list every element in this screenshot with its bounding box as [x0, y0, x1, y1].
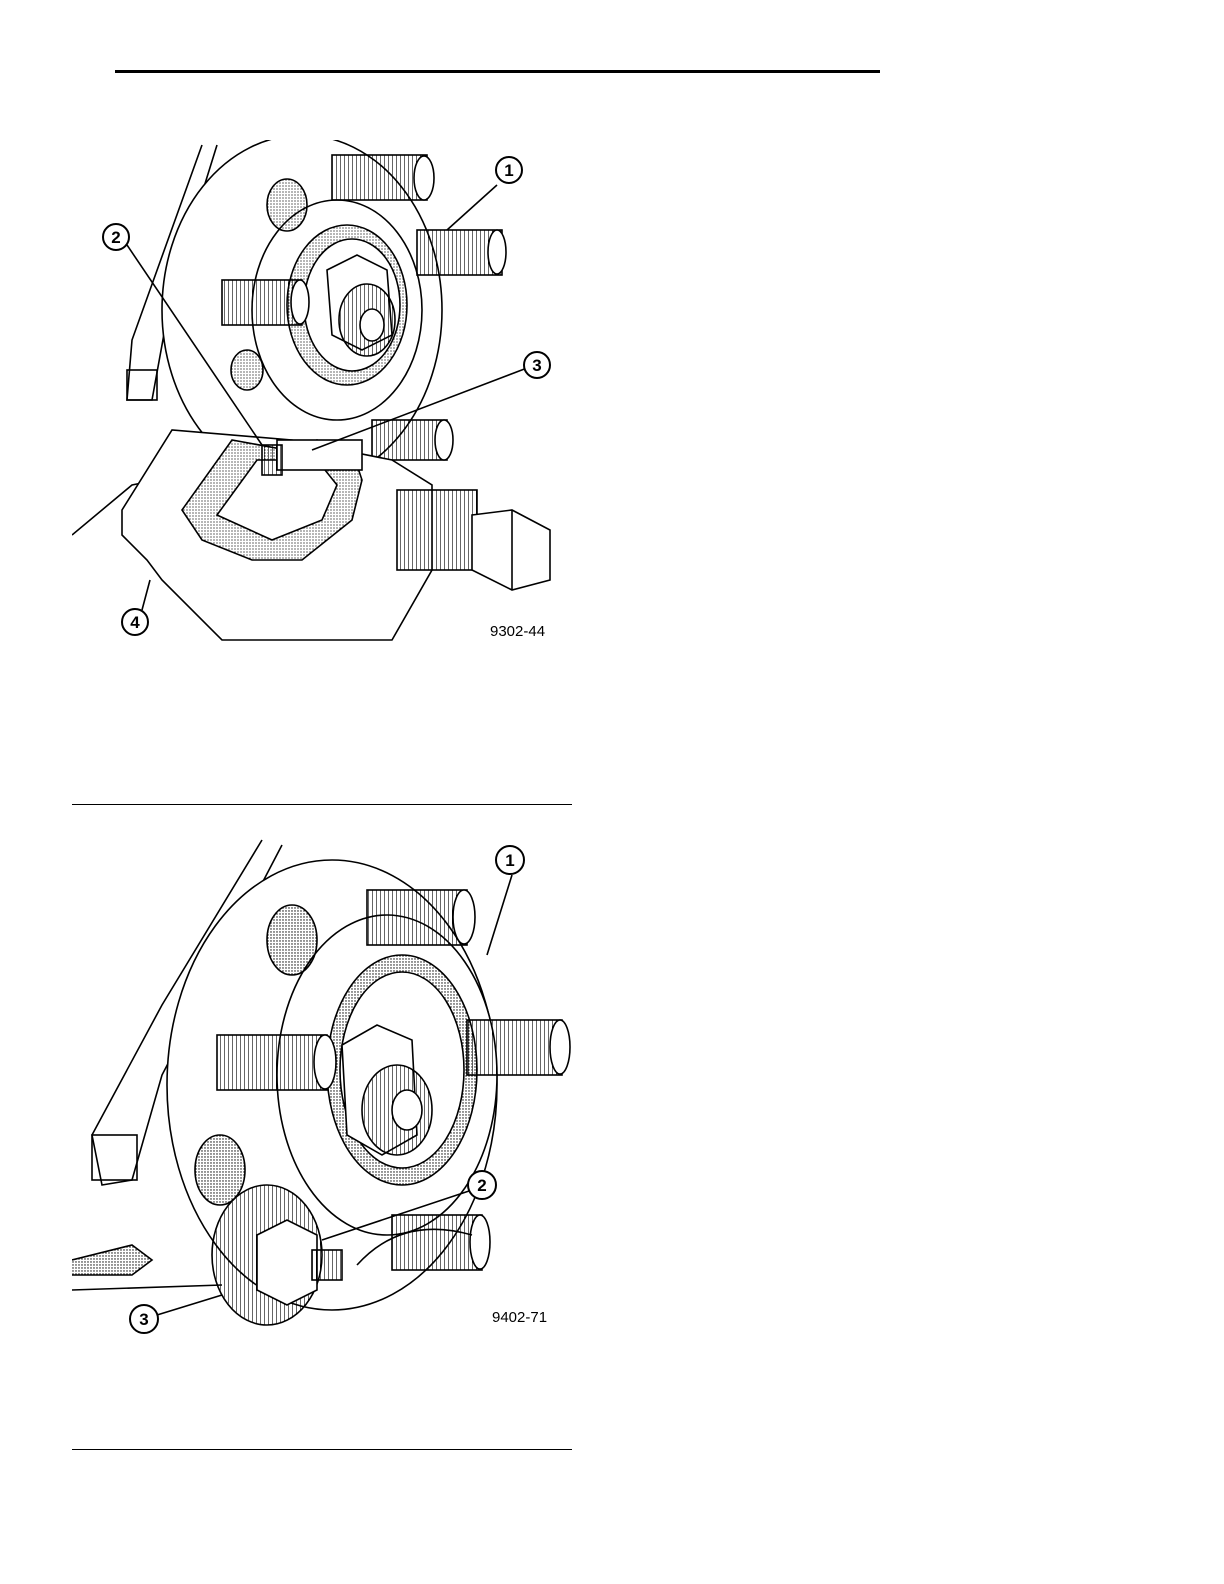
callout-3-label: 3 [532, 356, 541, 375]
callout-2-label: 2 [111, 228, 120, 247]
figure-id-label: 9302-44 [490, 623, 545, 640]
figure-id-label: 9402-71 [492, 1309, 547, 1326]
header-rule [115, 70, 880, 73]
figure-9402-71: 1 2 3 9402-71 [72, 835, 572, 1335]
callout-3-label: 3 [139, 1310, 148, 1329]
figure-separator-rule [72, 804, 572, 805]
figure-9302-44: 1 2 3 4 9302-44 [72, 140, 572, 645]
callout-1: 1 [496, 846, 524, 874]
figure-separator-rule [72, 1449, 572, 1450]
figure-2-illustration: 1 2 3 9402-71 [72, 835, 572, 1335]
callout-4-label: 4 [130, 613, 140, 632]
callout-3: 3 [130, 1305, 158, 1333]
callout-1-label: 1 [505, 851, 514, 870]
callout-1-label: 1 [504, 161, 513, 180]
callout-3: 3 [524, 352, 550, 378]
callout-4: 4 [122, 609, 148, 635]
figure-1-illustration: 1 2 3 4 9302-44 [72, 140, 572, 645]
callout-2: 2 [103, 224, 129, 250]
callout-2-label: 2 [477, 1176, 486, 1195]
callout-2: 2 [468, 1171, 496, 1199]
callout-1: 1 [496, 157, 522, 183]
